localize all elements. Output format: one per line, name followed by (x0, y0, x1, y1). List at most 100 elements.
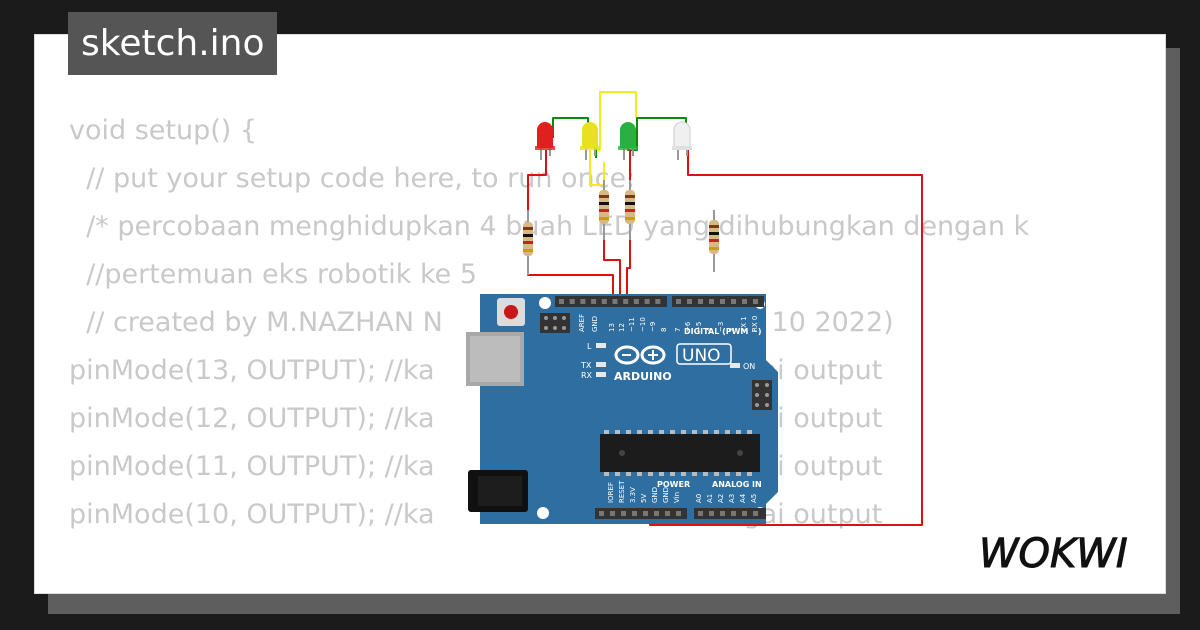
analog-header (694, 508, 766, 519)
chip-pin (648, 472, 653, 476)
header-pin (709, 511, 714, 516)
header-pin (612, 299, 618, 304)
pin-label: RX 0 (751, 316, 759, 332)
wire-to-pin12 (603, 222, 621, 303)
chip-pin (659, 472, 664, 476)
header-pin (720, 299, 725, 304)
pin-label: 5V (640, 494, 648, 503)
header-pin (698, 511, 703, 516)
pin-label: A0 (695, 494, 703, 503)
wokwi-logo-text: WOKWI (979, 531, 1128, 577)
pin-label: A4 (739, 493, 747, 503)
chip-pin (626, 430, 631, 434)
pin-label: ~11 (628, 317, 636, 332)
resistor (709, 210, 719, 272)
header-pin (559, 299, 564, 304)
pin-label: A5 (750, 494, 758, 503)
header-pin (569, 299, 575, 304)
header-pin (709, 299, 714, 304)
chip-pin (670, 430, 675, 434)
pin-label: GND (591, 316, 599, 332)
chip-pin (637, 472, 642, 476)
icsp2-header (752, 380, 772, 410)
wire-to-pin11 (626, 222, 631, 303)
pin-label: ~6 (684, 321, 692, 332)
on-led-label: ON (743, 362, 755, 371)
header-pin (665, 511, 670, 516)
rx-led-label: RX (581, 371, 593, 380)
pin-label: AREF (578, 314, 586, 332)
pin-label: ~3 (717, 322, 725, 332)
header-pin (610, 511, 615, 516)
chip-pin (681, 430, 686, 434)
pin-label: 7 (674, 328, 682, 332)
wire-red-led-to-resistor (527, 150, 547, 218)
code-line: /* percobaan menghidupkan 4 buah LED yan… (69, 211, 1030, 242)
chip-pin (692, 430, 697, 434)
resistor (599, 180, 609, 240)
pin-label: IOREF (607, 482, 615, 503)
chip-pin (648, 430, 653, 434)
header-pin (720, 511, 725, 516)
pin-label: A3 (728, 494, 736, 503)
chip-pin (681, 472, 686, 476)
pin-label: 4 (706, 327, 714, 332)
uno-model: UNO (682, 346, 721, 366)
header-pin (676, 511, 681, 516)
chip-pins (604, 430, 752, 476)
resistor (625, 180, 635, 240)
header-pin (676, 299, 681, 304)
header-pin (742, 511, 747, 516)
header-pin (742, 299, 747, 304)
header-pin (621, 511, 626, 516)
code-line: // put your setup code here, to run once… (69, 163, 636, 194)
pin-label: ~10 (639, 317, 647, 332)
chip-pin (747, 430, 752, 434)
atmega-chip (600, 434, 760, 472)
led-yellow (580, 122, 600, 160)
pin-label: 12 (618, 323, 626, 332)
digital-header-right (672, 296, 764, 307)
pin-label: 2 (728, 328, 736, 332)
pin-label: 3.3V (629, 487, 637, 503)
led-white (672, 121, 692, 160)
filename-tab: sketch.ino (68, 12, 278, 75)
header-pin (643, 511, 648, 516)
arduino-brand: ARDUINO (614, 370, 672, 383)
chip-pin (725, 430, 730, 434)
power-header (595, 508, 687, 519)
resistor (523, 210, 533, 275)
header-pin (731, 511, 736, 516)
header-pin (654, 511, 659, 516)
header-pin (623, 299, 629, 304)
header-pin (753, 299, 758, 304)
chip-pin (670, 472, 675, 476)
icsp-header (540, 313, 570, 333)
power-label: POWER (657, 480, 690, 489)
chip-pin (736, 430, 741, 434)
chip-pin (714, 430, 719, 434)
header-pin (580, 299, 586, 304)
digital-header-pins (559, 299, 758, 304)
code-line: // created by M.NAZHAN N r 10 2022) (86, 307, 894, 338)
chip-pin (604, 430, 609, 434)
chip-pin (637, 430, 642, 434)
chip-pin (604, 472, 609, 476)
chip-notch (737, 450, 743, 456)
chip-pin (736, 472, 741, 476)
chip-pin (703, 430, 708, 434)
led-red (535, 122, 555, 160)
header-pin (655, 299, 661, 304)
pin-label: ~9 (649, 322, 657, 332)
header-pin (591, 299, 597, 304)
header-pin (632, 511, 637, 516)
code-line: pinMode(10, OUTPUT); //ka gai output (69, 499, 883, 530)
pin-label: 13 (608, 323, 616, 332)
arduino-logo-icon (614, 345, 666, 365)
chip-pin (703, 472, 708, 476)
pin-label: A1 (706, 494, 714, 503)
digital-label: DIGITAL (PWM ~) (684, 327, 762, 336)
